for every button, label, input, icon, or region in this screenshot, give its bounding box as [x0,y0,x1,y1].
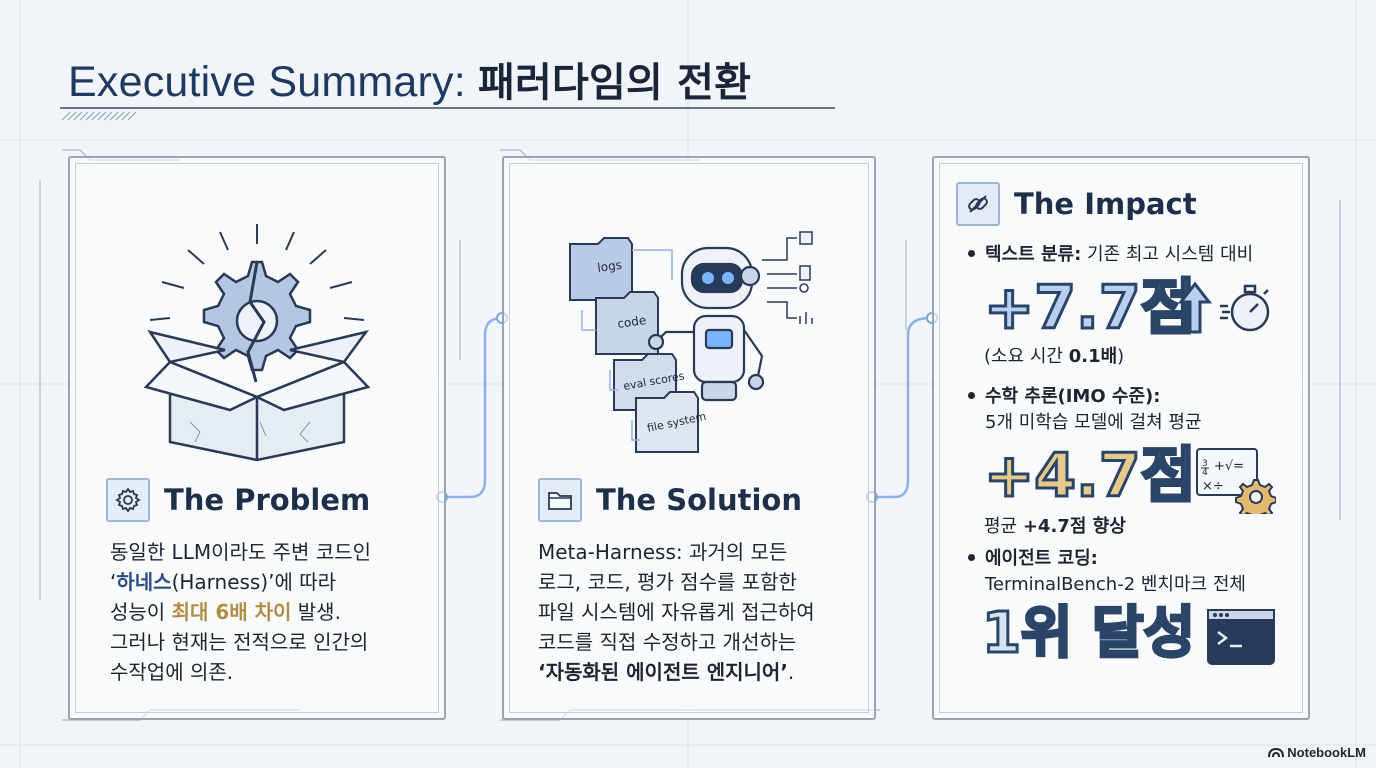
item1-big-number: +7.7점 [983,273,1198,343]
bullet [968,391,975,399]
item2-label: 수학 추론(IMO 수준): [985,386,1161,407]
problem-line-2: ‘하네스(Harness)’에 따라 [110,567,371,597]
problem-title: The Problem [164,483,371,517]
impact-item-agent-coding: 에이전트 코딩: TerminalBench-2 벤치마크 전체 [968,546,1246,598]
problem-line-5: 수작업에 의존. [110,660,234,684]
item1-sub-pre: (소요 시간 [984,346,1069,367]
terminal-icon [1207,609,1275,665]
item3-big-number: 1위 달성 [980,601,1196,666]
item2-big-number: +4.7점 [983,441,1198,511]
item1-sub: (소요 시간 0.1배) [984,342,1124,368]
bullet [968,249,975,257]
problem-line-3-pre: 성능이 [110,600,172,624]
problem-line-3: 성능이 최대 6배 차이 발생. [110,597,371,627]
page-title: Executive Summary: 패러다임의 전환 [68,50,751,108]
impact-header: The Impact [956,182,1197,226]
solution-title: The Solution [596,483,802,517]
watermark-text: NotebookLM [1287,745,1366,760]
solution-line-4: 코드를 직접 수정하고 개선하는 [538,630,797,654]
svg-text:4: 4 [1202,468,1208,478]
math-gear-icon: 34 +√= ×÷ [1196,448,1276,514]
notebooklm-icon [1268,747,1285,758]
item2-label-line: 수학 추론(IMO 수준): [968,384,1202,410]
item2-desc: 5개 미학습 모델에 걸쳐 평균 [985,412,1202,433]
harness-highlight: 하네스 [116,570,172,594]
six-times-highlight: 최대 6배 차이 [171,600,292,624]
solution-line-5-post: . [787,660,795,684]
problem-line-2-pre: ‘ [110,570,117,594]
item3-label: 에이전트 코딩: [985,548,1098,569]
impact-item-text-classification: 텍스트 분류: 기존 최고 시스템 대비 [968,242,1253,268]
notebooklm-watermark: NotebookLM [1268,745,1366,760]
svg-text:×÷: ×÷ [1202,479,1224,494]
svg-text:+√=: +√= [1214,459,1244,474]
solution-line-2: 로그, 코드, 평가 점수를 포함한 [538,570,797,594]
title-korean: 패러다임의 전환 [478,60,752,106]
item2-sub-bold: +4.7점 향상 [1022,516,1126,537]
item3-label-line: 에이전트 코딩: [968,546,1246,572]
impact-card [932,156,1310,720]
solution-header: The Solution [538,478,802,522]
problem-line-3-post: 발생. [291,600,341,624]
impact-title: The Impact [1014,187,1197,221]
solution-line-1: Meta-Harness: 과거의 모든 [538,540,788,564]
item2-sub: 평균 +4.7점 향상 [984,512,1126,538]
problem-line-2-post: (Harness)’에 따라 [171,570,337,594]
item2-sub-pre: 평균 [984,516,1023,537]
gear-icon [106,478,150,522]
broken-box-icon [143,224,371,462]
impact-item-math-reasoning: 수학 추론(IMO 수준): 5개 미학습 모델에 걸쳐 평균 [968,384,1202,436]
up-arrow-icon [1178,281,1212,334]
folder-logs-label: logs [596,258,622,275]
solution-line-5: ‘자동화된 에이전트 엔지니어’. [538,657,815,687]
automated-agent-engineer: ‘자동화된 에이전트 엔지니어’ [538,660,788,684]
stopwatch-icon [1220,284,1270,332]
svg-text:3: 3 [1202,459,1208,469]
problem-line-4: 그러나 현재는 전적으로 인간의 [110,630,369,654]
solution-body: Meta-Harness: 과거의 모든 로그, 코드, 평가 점수를 포함한 … [538,537,815,687]
item1-label: 텍스트 분류: [985,244,1082,265]
folder-code-label: code [616,313,647,331]
link-icon [956,182,1000,226]
problem-body: 동일한 LLM이라도 주변 코드인 ‘하네스(Harness)’에 따라 성능이… [110,537,371,687]
problem-header: The Problem [106,478,370,522]
item1-desc: 기존 최고 시스템 대비 [1081,244,1254,265]
problem-line-1: 동일한 LLM이라도 주변 코드인 [110,540,372,564]
folder-icon [538,478,582,522]
item1-sub-post: ) [1117,346,1125,367]
bullet [968,553,975,561]
title-english: Executive Summary: [68,58,479,106]
robot-icon: logs code eval scores file system [569,231,813,453]
solution-line-3: 파일 시스템에 자유롭게 접근하여 [538,600,815,624]
item1-sub-bold: 0.1배 [1068,346,1118,367]
item3-desc: TerminalBench-2 벤치마크 전체 [985,574,1246,595]
